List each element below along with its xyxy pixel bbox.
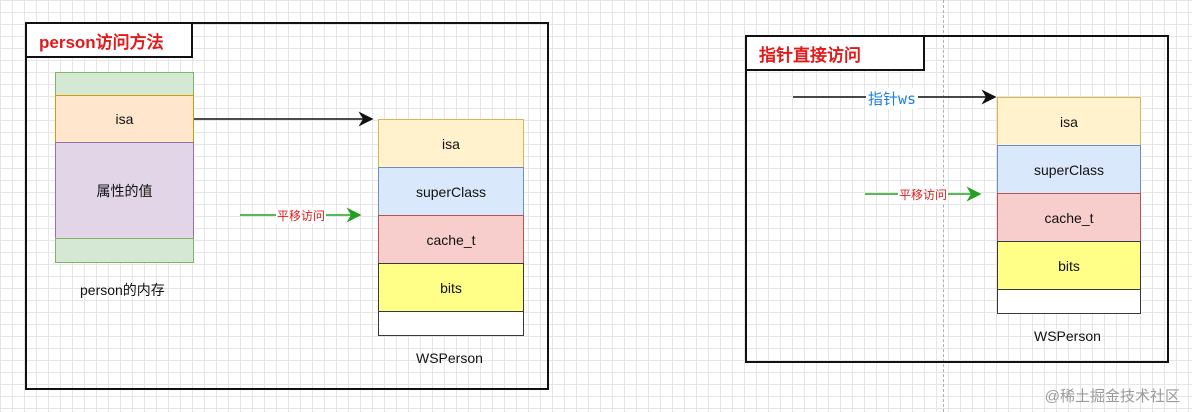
left-panel-frame	[25, 22, 549, 390]
right-panel-title: 指针直接访问	[747, 37, 925, 71]
right-panel-frame	[745, 35, 1169, 363]
memory-bottom-padding	[55, 238, 194, 263]
page-divider	[943, 0, 944, 412]
class-bits-cell: bits	[378, 263, 524, 312]
memory-isa-cell: isa	[55, 95, 194, 143]
left-panel-title: person访问方法	[27, 24, 193, 58]
right-offset-label: 平移访问	[898, 186, 949, 203]
right-class-isa-cell: isa	[997, 97, 1141, 146]
memory-property-cell: 属性的值	[55, 142, 194, 239]
class-isa-cell: isa	[378, 119, 524, 168]
right-class-superclass-cell: superClass	[997, 145, 1141, 194]
class-caption: WSPerson	[416, 350, 483, 366]
watermark: @稀土掘金技术社区	[1044, 388, 1180, 405]
left-offset-label: 平移访问	[276, 207, 327, 224]
memory-caption: person的内存	[80, 282, 165, 298]
right-class-cache-cell: cache_t	[997, 193, 1141, 242]
memory-top-padding	[55, 72, 194, 96]
class-superclass-cell: superClass	[378, 167, 524, 216]
class-empty-cell	[378, 311, 524, 336]
right-class-bits-cell: bits	[997, 241, 1141, 290]
right-class-caption: WSPerson	[1034, 328, 1101, 344]
class-cache-cell: cache_t	[378, 215, 524, 264]
right-class-empty-cell	[997, 289, 1141, 314]
pointer-ws-label: 指针ws	[866, 88, 919, 109]
